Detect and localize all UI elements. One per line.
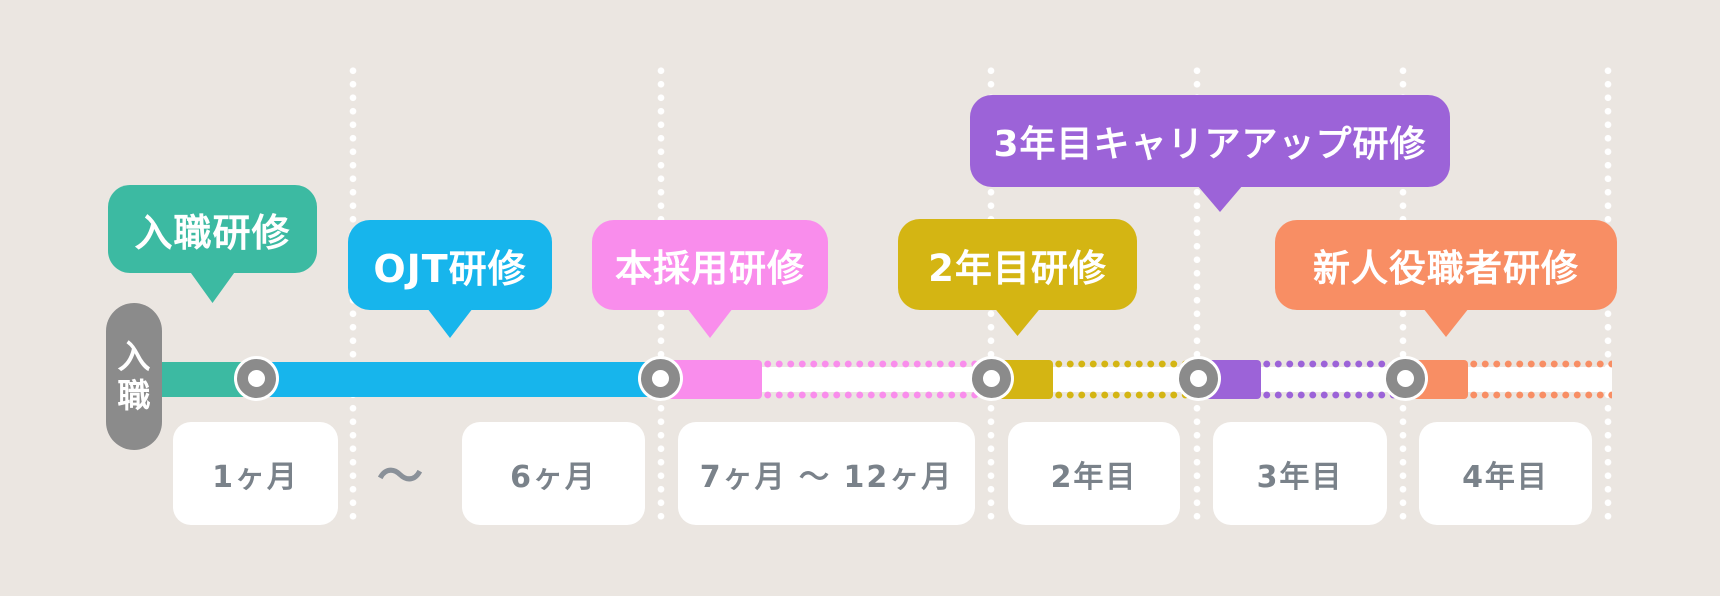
bubble-tail	[1423, 308, 1469, 337]
start-pill: 入 職	[106, 303, 162, 450]
period-card-label: 4年目	[1462, 459, 1549, 495]
timeline-node-5	[1386, 359, 1425, 398]
timeline-segment-full-employment-dotted	[762, 360, 991, 399]
bubble-label: 本採用研修	[615, 247, 805, 290]
period-card-label: 7ヶ月 ～ 12ヶ月	[699, 459, 954, 495]
bubble-label: 3年目キャリアアップ研修	[993, 124, 1427, 165]
bubble-induction-training: 入職研修	[108, 185, 317, 303]
bubble-tail	[994, 308, 1041, 336]
timeline-node-3	[972, 359, 1011, 398]
timeline-gridline-4	[1193, 64, 1201, 522]
period-card-label: 1ヶ月	[212, 459, 299, 495]
period-card-7to12months: 7ヶ月 ～ 12ヶ月	[678, 422, 975, 525]
bubble-tail	[189, 271, 236, 303]
period-card-1month: 1ヶ月	[173, 422, 338, 525]
timeline-node-1	[237, 359, 276, 398]
period-card-year3: 3年目	[1213, 422, 1387, 525]
bubble-label: 新人役職者研修	[1313, 247, 1579, 290]
bubble-tail	[687, 308, 733, 338]
timeline-node-4	[1179, 359, 1218, 398]
timeline-segment-year2-dotted	[1053, 360, 1198, 399]
bubble-label: OJT研修	[373, 246, 527, 291]
start-pill-char-bottom: 職	[117, 376, 151, 415]
bubble-ojt-training: OJT研修	[348, 220, 552, 338]
bubble-tail	[427, 308, 473, 338]
bubble-label: 2年目研修	[928, 246, 1107, 290]
start-pill-char-top: 入	[117, 337, 151, 376]
bubble-year3-career-up-training: 3年目キャリアアップ研修	[970, 95, 1450, 212]
bubble-year2-training: 2年目研修	[898, 219, 1137, 336]
timeline-segment-new-manager-dotted	[1468, 360, 1612, 399]
period-card-6months: 6ヶ月	[462, 422, 645, 525]
period-card-year2: 2年目	[1008, 422, 1180, 525]
timeline-node-2	[641, 359, 680, 398]
timeline-segment-year3-dotted	[1261, 360, 1405, 399]
period-card-label: 6ヶ月	[510, 459, 597, 495]
period-card-year4: 4年目	[1419, 422, 1592, 525]
range-separator: ～	[377, 449, 423, 503]
bubble-full-employment-training: 本採用研修	[592, 220, 828, 338]
bubble-new-manager-training: 新人役職者研修	[1275, 220, 1617, 337]
bubble-tail	[1197, 185, 1243, 212]
timeline-segment-ojt-solid	[256, 362, 660, 397]
period-card-label: 3年目	[1256, 459, 1344, 495]
period-card-label: 2年目	[1050, 459, 1138, 495]
bubble-label: 入職研修	[134, 210, 291, 255]
